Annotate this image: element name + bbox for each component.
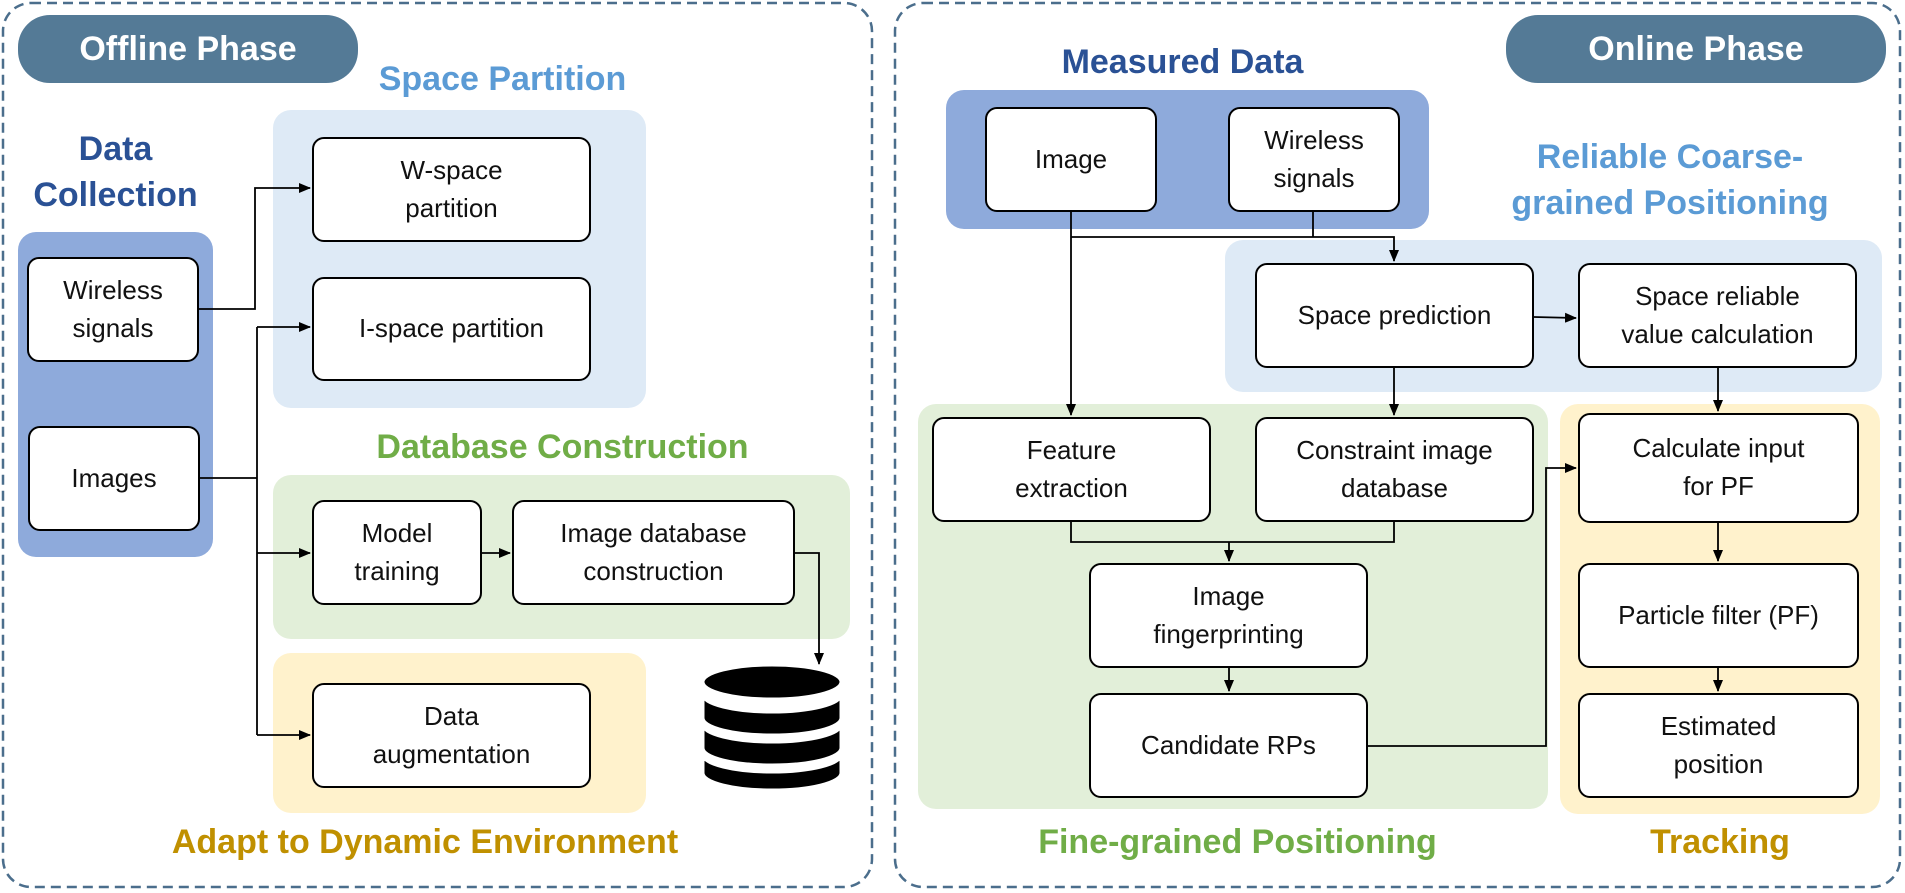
data-collection-title: Data Collection	[33, 129, 198, 214]
coarse-positioning-title: Reliable Coarse- grained Positioning	[1511, 138, 1829, 222]
space-reliable-value-node: Space reliable value calculation	[1578, 263, 1857, 368]
data-augmentation-node: Data augmentation	[312, 683, 591, 788]
estimated-position-node: Estimated position	[1578, 693, 1859, 798]
measured-data-title: Measured Data	[1061, 43, 1304, 82]
fine-positioning-title: Fine-grained Positioning	[1038, 823, 1437, 862]
adapt-title: Adapt to Dynamic Environment	[171, 823, 679, 862]
wireless-signals-node: Wireless signals	[27, 257, 199, 362]
calculate-input-pf-node: Calculate input for PF	[1578, 413, 1859, 523]
online-panel	[893, 1, 1902, 889]
image-database-construction-node: Image database construction	[512, 500, 795, 605]
space-prediction-node: Space prediction	[1255, 263, 1534, 368]
tracking-title: Tracking	[1650, 823, 1790, 862]
space-partition-title: Space Partition	[378, 60, 627, 99]
candidate-rps-node: Candidate RPs	[1089, 693, 1368, 798]
particle-filter-node: Particle filter (PF)	[1578, 563, 1859, 668]
constraint-image-database-node: Constraint image database	[1255, 417, 1534, 522]
feature-extraction-node: Feature extraction	[932, 417, 1211, 522]
image-fingerprinting-node: Image fingerprinting	[1089, 563, 1368, 668]
w-space-partition-node: W-space partition	[312, 137, 591, 242]
i-space-partition-node: I-space partition	[312, 277, 591, 381]
offline-phase-label: Offline Phase	[18, 15, 358, 83]
model-training-node: Model training	[312, 500, 482, 605]
offline-panel	[1, 1, 874, 889]
image-input-node: Image	[985, 107, 1157, 212]
images-node: Images	[28, 426, 200, 531]
database-construction-title: Database Construction	[376, 428, 749, 467]
online-phase-label: Online Phase	[1506, 15, 1886, 83]
wireless-signals-input-node: Wireless signals	[1228, 107, 1400, 212]
